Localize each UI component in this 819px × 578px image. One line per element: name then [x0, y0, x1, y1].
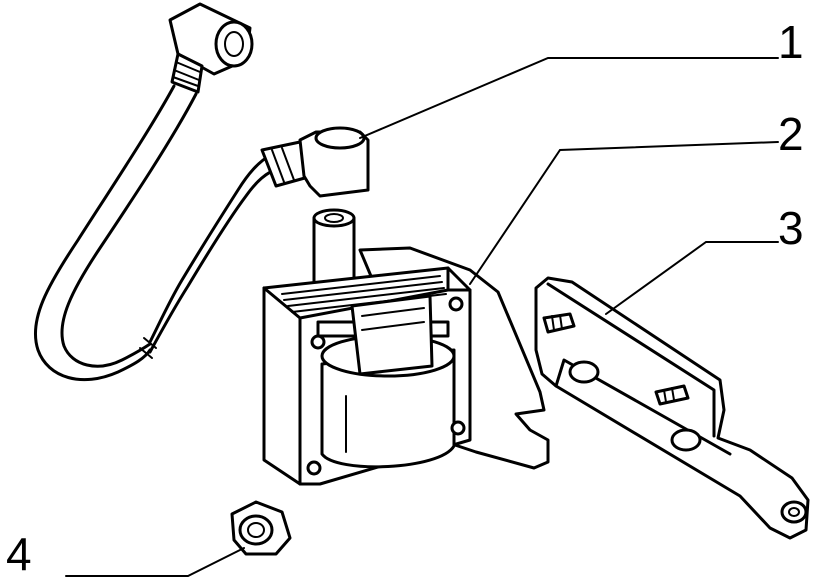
hex-nut [230, 500, 292, 556]
callout-3: 3 [778, 202, 804, 254]
callout-1: 1 [778, 16, 804, 68]
leader-lines [65, 57, 779, 577]
callout-4: 4 [6, 528, 32, 578]
ignition-coil [262, 208, 550, 486]
callout-2: 2 [778, 108, 804, 160]
ht-lead-cable [33, 2, 370, 382]
support-bracket [534, 276, 810, 540]
